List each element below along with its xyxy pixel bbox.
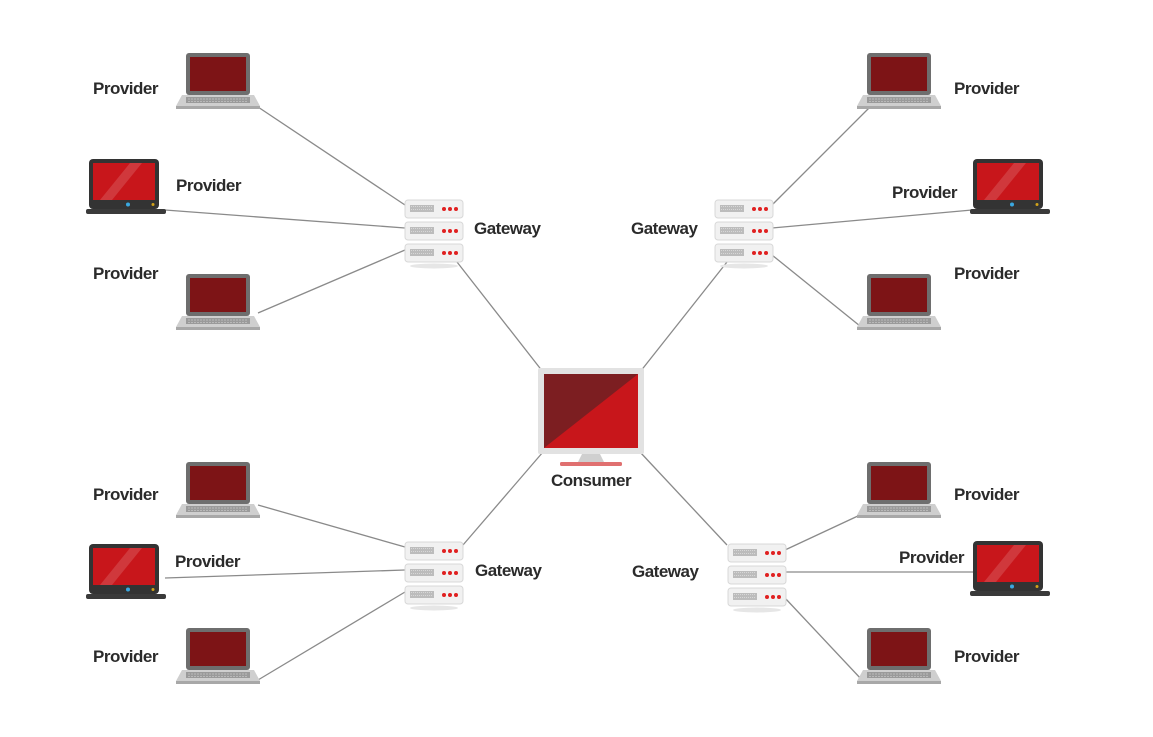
link-consumer-gw-top-left (456, 261, 544, 373)
link-gw-bottom-left-provider-3 (257, 591, 406, 681)
gateway-label: Gateway (475, 561, 542, 580)
link-consumer-gw-bottom-right (639, 451, 728, 546)
desktop-monitor-icon (538, 368, 644, 466)
laptop-gray-icon (857, 462, 941, 518)
provider-label: Provider (892, 183, 957, 202)
laptop-black-icon (970, 159, 1050, 214)
link-gw-top-right-provider-1 (771, 106, 871, 206)
laptop-gray-icon (176, 53, 260, 109)
link-gw-top-left-provider-1 (257, 106, 406, 206)
link-gw-top-left-provider-2 (164, 209, 406, 229)
link-gw-bottom-left-provider-1 (257, 504, 406, 548)
link-gw-bottom-right-provider-3 (784, 597, 863, 681)
link-gw-bottom-left-provider-2 (164, 569, 406, 579)
provider-label: Provider (176, 176, 241, 195)
provider-label: Provider (954, 79, 1019, 98)
provider-label: Provider (93, 79, 158, 98)
gateway-label: Gateway (474, 219, 541, 238)
laptop-gray-icon (176, 274, 260, 330)
provider-label: Provider (954, 485, 1019, 504)
link-gw-top-left-provider-3 (257, 249, 406, 314)
server-rack-icon (714, 199, 774, 269)
provider-label: Provider (954, 264, 1019, 283)
server-rack-icon (404, 541, 464, 611)
laptop-black-icon (86, 159, 166, 214)
laptop-gray-icon (857, 628, 941, 684)
laptop-gray-icon (857, 53, 941, 109)
provider-label: Provider (954, 647, 1019, 666)
link-gw-bottom-right-provider-1 (784, 514, 861, 551)
link-gw-top-right-provider-2 (771, 209, 973, 229)
provider-label: Provider (175, 552, 240, 571)
gateway-label: Gateway (631, 219, 698, 238)
laptop-gray-icon (176, 462, 260, 518)
consumer-label: Consumer (551, 471, 632, 490)
link-consumer-gw-top-right (639, 261, 728, 373)
provider-label: Provider (93, 485, 158, 504)
laptop-gray-icon (857, 274, 941, 330)
link-gw-top-right-provider-3 (771, 254, 861, 327)
link-consumer-gw-bottom-left (462, 451, 544, 546)
laptop-black-icon (970, 541, 1050, 596)
laptop-gray-icon (176, 628, 260, 684)
provider-label: Provider (93, 647, 158, 666)
laptop-black-icon (86, 544, 166, 599)
gateway-label: Gateway (632, 562, 699, 581)
provider-label: Provider (899, 548, 964, 567)
provider-label: Provider (93, 264, 158, 283)
server-rack-icon (404, 199, 464, 269)
server-rack-icon (727, 543, 787, 613)
